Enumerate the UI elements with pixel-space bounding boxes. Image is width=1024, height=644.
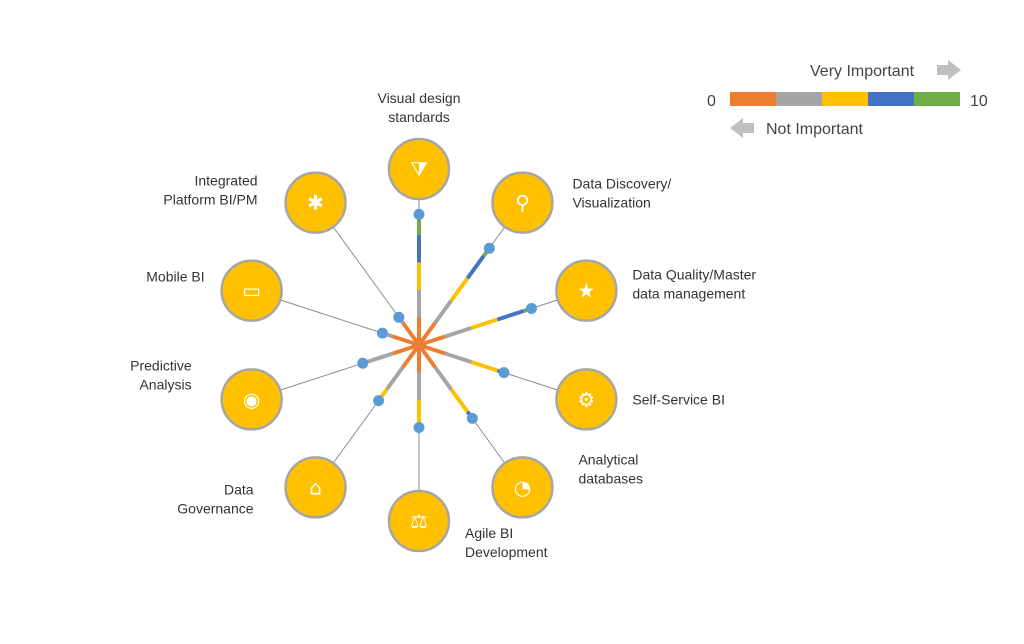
bar-segment [418, 343, 446, 356]
category-circle [555, 368, 618, 431]
value-marker [357, 357, 369, 369]
category-label: Self-Service BI [632, 391, 725, 407]
magnifier-icon: ⚲ [515, 191, 530, 215]
legend-min-label: 0 [707, 93, 716, 110]
spoke-3: ⚙ Self-Service BI [418, 343, 725, 431]
value-marker [413, 208, 425, 220]
bar-segment [417, 321, 437, 347]
head-gear-icon: ⚙ [577, 387, 595, 411]
category-circle [491, 171, 554, 234]
value-marker [413, 422, 425, 433]
category-label: Data Discovery/Visualization [572, 176, 671, 211]
category-circle [220, 259, 283, 322]
category-circle [555, 259, 618, 322]
legend-band-4 [914, 92, 960, 106]
bar-segment [401, 343, 421, 369]
bar-segment [465, 254, 486, 280]
value-marker [498, 367, 510, 379]
bar-segment [392, 334, 420, 347]
legend-very-important-label: Very Important [810, 63, 915, 80]
value-marker [483, 242, 495, 254]
bar-segment [366, 351, 394, 364]
legend-band-0 [730, 92, 776, 106]
legend-band-2 [822, 92, 868, 106]
center-hub [415, 341, 423, 349]
funnel-sparkle-icon: ⧩ [410, 157, 428, 181]
legend-band-1 [776, 92, 822, 106]
star-badge-icon: ★ [577, 279, 595, 303]
value-marker [376, 327, 388, 339]
bar-segment [444, 351, 472, 364]
value-marker [373, 395, 385, 407]
bar-segment [470, 360, 499, 373]
balance-walker-icon: ⚖ [410, 509, 428, 533]
bar-segment [470, 317, 499, 330]
spoke-1: ⚲ Data Discovery/Visualization [417, 171, 671, 347]
bar-segment [433, 366, 453, 391]
bar-segment [449, 277, 470, 302]
bar-segment [385, 366, 405, 391]
legend: Very Important 0 10 Not Important [707, 60, 988, 138]
bar-segment [496, 309, 525, 322]
category-circle [284, 456, 347, 519]
category-label: Mobile BI [146, 269, 204, 285]
eye-chart-icon: ◉ [243, 387, 260, 411]
category-circle [284, 171, 347, 234]
value-marker [466, 412, 478, 424]
bar-segment [418, 334, 446, 347]
government-building-icon: ⌂ [309, 475, 322, 499]
bar-segment [444, 326, 472, 339]
legend-band-3 [868, 92, 914, 106]
category-circle [491, 456, 554, 519]
mobile-chart-icon: ▭ [242, 279, 261, 303]
bar-segment [433, 299, 453, 324]
value-marker [525, 302, 537, 314]
category-circle [387, 137, 451, 201]
spoke-8: ▭ Mobile BI [146, 259, 420, 347]
legend-max-label: 10 [970, 93, 988, 110]
bar-segment [392, 343, 420, 356]
network-nodes-icon: ✱ [307, 191, 324, 215]
left-arrow-icon [730, 118, 754, 138]
legend-color-bar [730, 92, 960, 106]
legend-not-important-label: Not Important [766, 121, 863, 138]
value-marker [393, 311, 405, 323]
circular-chart-icon: ◔ [514, 475, 531, 499]
bar-segment [401, 321, 421, 347]
right-arrow-icon [937, 60, 961, 80]
category-circle [220, 368, 283, 431]
bar-segment [417, 343, 437, 369]
category-circle [387, 489, 451, 553]
bar-segment [449, 388, 470, 413]
